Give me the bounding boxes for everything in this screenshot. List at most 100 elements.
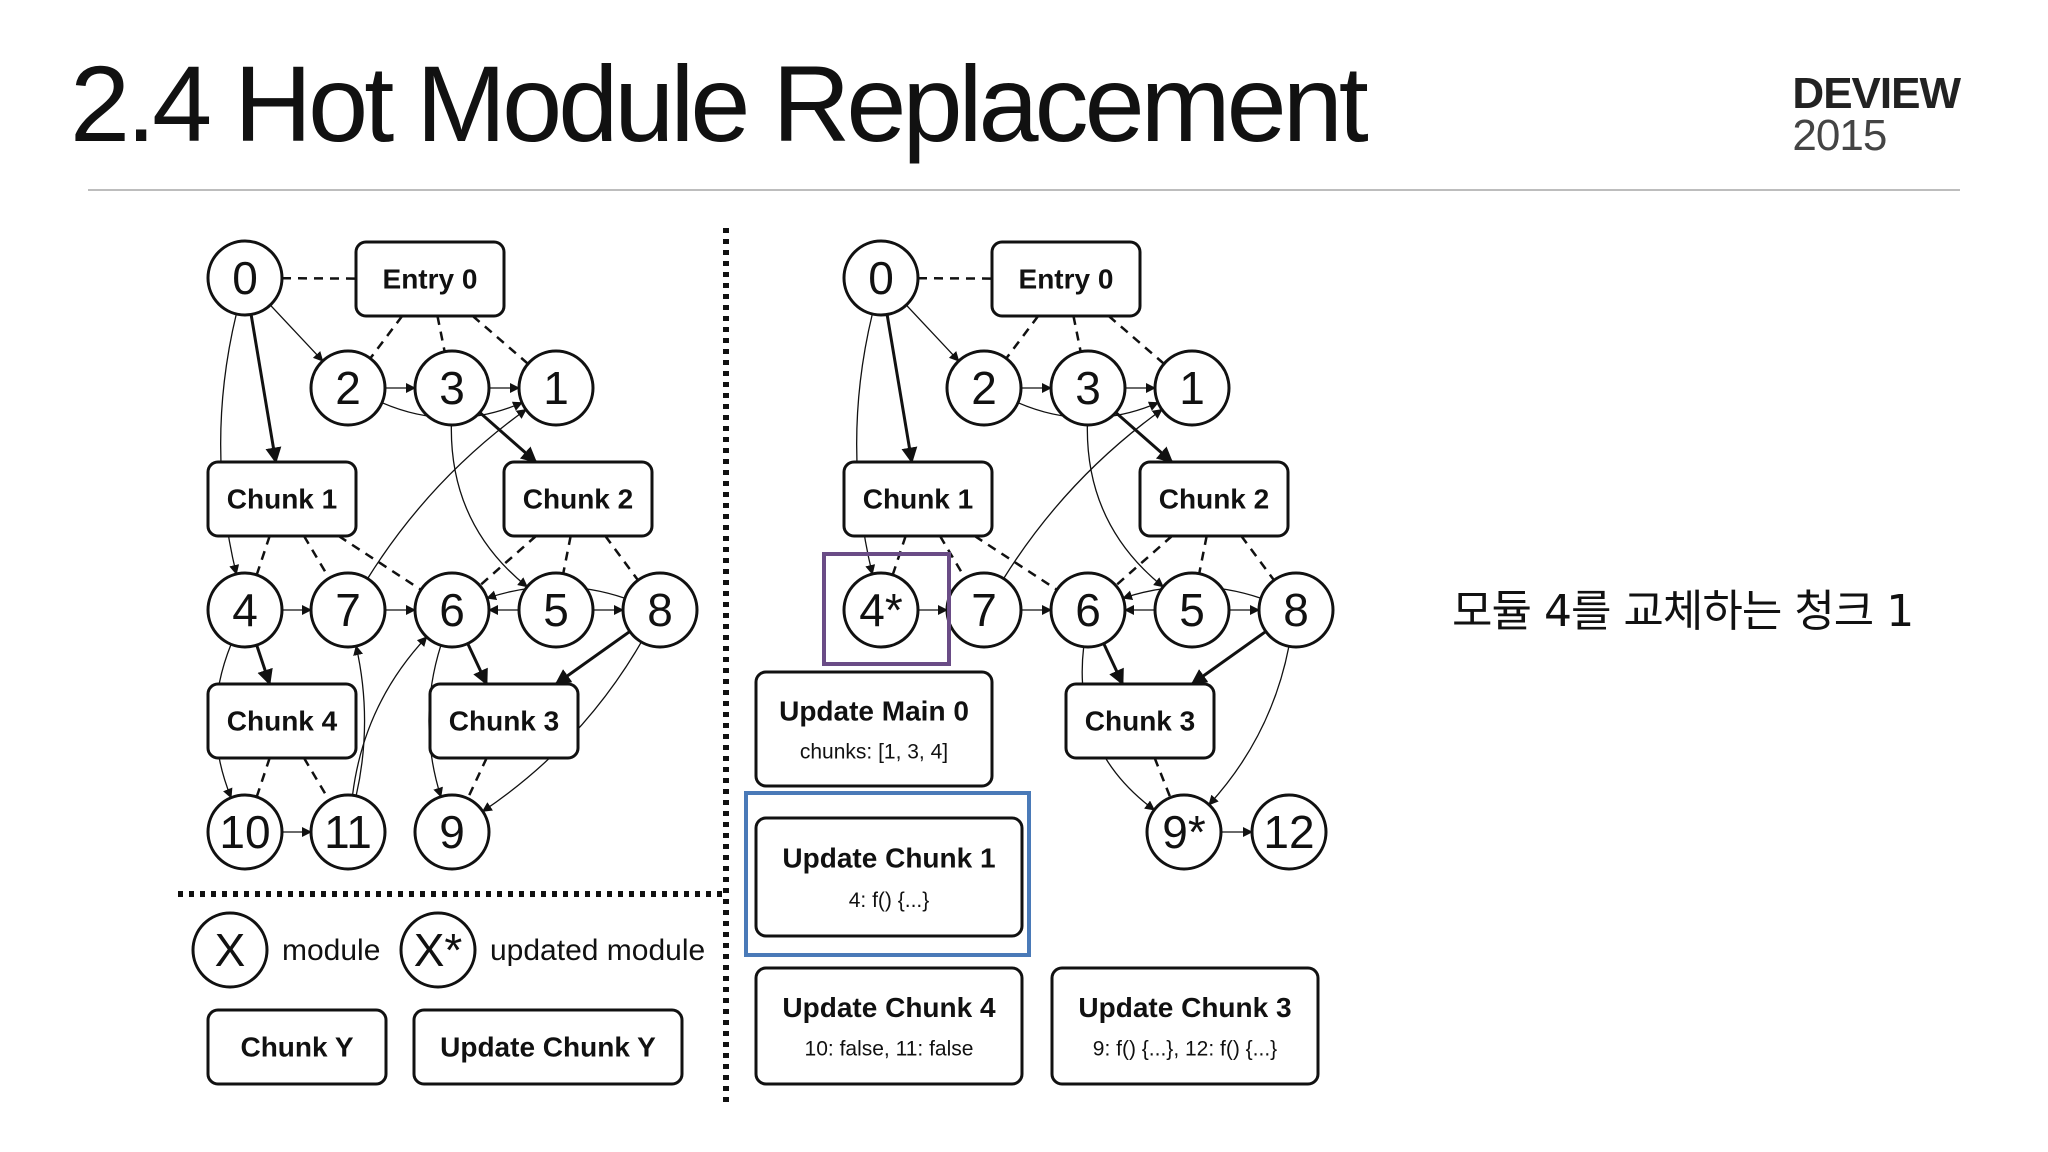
box-outline: [354, 240, 506, 318]
right-module-node: 7: [945, 571, 1023, 649]
module-label: 0: [868, 252, 894, 304]
right-chunk-box: Entry 0: [990, 240, 1142, 318]
right-chunk-box: Chunk 3: [1064, 682, 1216, 760]
left-module-node: 4: [206, 571, 284, 649]
caption: 모듈 4를 교체하는 청크 1: [1452, 586, 1914, 637]
edge-L7-L1: [367, 409, 527, 579]
brand-logo: DEVIEW 2015: [1792, 69, 1961, 158]
module-circle: [1257, 571, 1335, 649]
box-outline: [206, 460, 358, 538]
edge-RC1-R7: [938, 535, 967, 579]
update-detail: 10: false, 11: false: [805, 1038, 974, 1061]
left-module-node: 11: [309, 793, 387, 871]
right-module-node: 5: [1153, 571, 1231, 649]
box-outline: [502, 460, 654, 538]
chunk-label: Entry 0: [383, 264, 478, 295]
edge-LE-L2: [369, 315, 404, 360]
legend-update-chunk-box: [412, 1008, 684, 1086]
right-module-node: 6: [1049, 571, 1127, 649]
edge-L0-L2: [269, 304, 324, 362]
left-module-node: 8: [621, 571, 699, 649]
chunk-label: Entry 0: [1019, 264, 1114, 295]
module-label: 2: [335, 362, 361, 414]
left-module-node: 5: [517, 571, 595, 649]
left-chunk-box: Chunk 3: [428, 682, 580, 760]
edge-L11-L6: [351, 636, 428, 796]
module-circle: [206, 793, 284, 871]
edge-LC2-L5: [561, 535, 572, 574]
edge-RC2-R6: [1114, 535, 1173, 587]
module-circle: [842, 571, 920, 649]
title-divider: [88, 189, 1960, 191]
update-detail: 9: f() {...}, 12: f() {...}: [1093, 1038, 1277, 1061]
module-circle: [1145, 793, 1223, 871]
module-label: 6: [439, 584, 465, 636]
chunk-label: Chunk 3: [1085, 706, 1195, 737]
edge-RE-R2: [1005, 315, 1040, 360]
legend-updated-symbol: X*: [414, 924, 463, 976]
legend-chunk-label: Chunk Y: [240, 1032, 353, 1063]
right-module-node: 1: [1153, 349, 1231, 427]
box-outline: [1064, 682, 1216, 760]
edge-RC2-R5: [1197, 535, 1208, 574]
edge-L3-L5: [450, 424, 528, 588]
module-label: 7: [335, 584, 361, 636]
edge-LC1-L4: [255, 535, 271, 576]
box-outline: [754, 670, 994, 788]
update-chunk-highlight: [744, 791, 1031, 957]
box-outline: [1138, 460, 1290, 538]
edge-LE-L3: [436, 315, 446, 352]
box-outline: [754, 816, 1024, 938]
box-outline: [1050, 966, 1320, 1086]
updated-module-highlight: [822, 552, 951, 666]
right-chunk-box: Chunk 1: [842, 460, 994, 538]
chunk-label: Chunk 1: [227, 484, 337, 515]
left-chunk-box: Chunk 1: [206, 460, 358, 538]
module-label: 12: [1263, 806, 1314, 858]
edge-RE-R1: [1107, 315, 1165, 365]
edge-L3-LC2: [478, 411, 538, 464]
module-circle: [206, 239, 284, 317]
right-update-box: Update Chunk 39: f() {...}, 12: f() {...…: [1050, 966, 1320, 1086]
module-label: 11: [324, 806, 372, 858]
module-circle: [1153, 571, 1231, 649]
module-circle: [206, 571, 284, 649]
left-module-node: 3: [413, 349, 491, 427]
module-label: 4: [232, 584, 258, 636]
legend-module-label: module: [282, 934, 380, 967]
module-label: 3: [439, 362, 465, 414]
left-chunk-box: Chunk 4: [206, 682, 358, 760]
edge-R0-RC1: [885, 314, 918, 464]
chunk-label: Chunk 1: [863, 484, 973, 515]
module-circle: [1049, 571, 1127, 649]
right-update-box: Update Chunk 14: f() {...}: [754, 816, 1024, 938]
right-module-node: 9*: [1145, 793, 1223, 871]
module-circle: [413, 571, 491, 649]
module-circle: [1153, 349, 1231, 427]
edge-R8-RC3: [1190, 630, 1267, 686]
diagram-edges: [214, 276, 1290, 837]
legend-module-symbol: X: [215, 924, 246, 976]
brand-name: DEVIEW: [1792, 69, 1961, 118]
edge-L0-L4: [220, 313, 240, 576]
right-module-node: 8: [1257, 571, 1335, 649]
module-circle: [309, 571, 387, 649]
left-module-node: 1: [517, 349, 595, 427]
module-circle: [1049, 349, 1127, 427]
right-module-node: 4*: [842, 571, 920, 649]
legend-updated-label: updated module: [490, 934, 705, 967]
edge-LC1-L7: [302, 535, 331, 579]
module-label: 6: [1075, 584, 1101, 636]
edge-R3-R5: [1086, 424, 1164, 588]
module-label: 2: [971, 362, 997, 414]
edge-R0-R2: [905, 304, 960, 362]
module-label: 5: [1179, 584, 1205, 636]
edge-L11-L7: [353, 645, 366, 797]
edge-L4-LC4: [255, 644, 273, 686]
update-detail: chunks: [1, 3, 4]: [800, 740, 948, 763]
module-label: 5: [543, 584, 569, 636]
right-chunk-box: Chunk 2: [1138, 460, 1290, 538]
left-module-node: 7: [309, 571, 387, 649]
module-circle: [1250, 793, 1328, 871]
